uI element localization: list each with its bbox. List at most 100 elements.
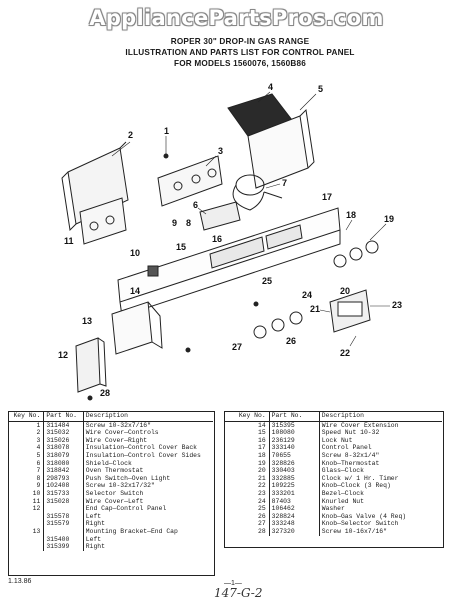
callout-5: 5	[318, 84, 323, 94]
table-row: 315400 Left	[9, 535, 213, 544]
key-cell: 19	[225, 459, 270, 468]
callout-24: 24	[302, 290, 312, 300]
part-number-cell: 315395	[269, 421, 320, 430]
part-number-cell	[43, 505, 84, 513]
description-cell: Knob—Selector Switch	[321, 520, 399, 528]
callout-15: 15	[176, 242, 186, 252]
key-cell: 6	[9, 459, 45, 468]
key-cell: 14	[225, 421, 270, 430]
description-cell: Clock w/ 1 Hr. Timer	[321, 474, 399, 482]
callout-9: 9	[172, 218, 177, 228]
part-number-cell: 315578	[43, 512, 84, 521]
callout-4: 4	[268, 82, 273, 92]
callout-1: 1	[164, 126, 169, 136]
column-header-key: Key No.	[225, 412, 270, 422]
callout-8: 8	[186, 218, 191, 228]
description-cell: Knurled Nut	[321, 497, 364, 505]
description-cell: Control Panel	[321, 444, 372, 452]
callout-14: 14	[130, 286, 140, 296]
key-cell: 11	[9, 497, 45, 506]
part-number-cell: 311484	[43, 421, 84, 430]
key-cell: 8	[9, 474, 45, 483]
part-number-cell: 333140	[269, 444, 320, 452]
table-row: 13 Mounting Bracket—End Cap	[9, 527, 213, 536]
callout-19: 19	[384, 214, 394, 224]
part-number-cell: 315400	[43, 535, 84, 544]
part-number-cell: 315733	[43, 489, 84, 498]
part-number-cell: 332885	[269, 474, 320, 483]
description-cell: Right	[85, 520, 105, 528]
key-cell: 21	[225, 474, 270, 483]
description-cell: Left	[85, 512, 102, 520]
description-cell: Screw 8-32x1/4"	[321, 451, 380, 459]
exploded-parts-diagram: 1 2 3 4 5 6 7 8 9 10 11 12 13 14 15 16 1…	[58, 82, 402, 401]
description-cell: Glass—Clock	[321, 467, 364, 475]
key-cell: 1	[9, 421, 45, 430]
key-cell: 13	[9, 527, 45, 536]
column-header-key: Key No.	[9, 412, 45, 422]
callout-10: 10	[130, 248, 140, 258]
part-number-cell: 318080	[43, 459, 84, 468]
key-cell: 27	[225, 520, 270, 528]
callout-16: 16	[212, 234, 222, 244]
part-number-cell: 315026	[43, 436, 84, 445]
description-cell: Knob—Clock (3 Req)	[321, 482, 391, 490]
part-number-cell: 236129	[269, 436, 320, 445]
description-cell: Wire Cover—Right	[85, 436, 148, 444]
key-cell	[9, 520, 45, 528]
description-cell: Right	[85, 543, 105, 551]
description-cell: Screw 10-32x7/16"	[85, 421, 151, 429]
description-cell: Shield—Clock	[85, 459, 132, 467]
description-cell: Screw 10-16x7/16"	[321, 527, 387, 535]
callout-25: 25	[262, 276, 272, 286]
part-number-cell: 315579	[43, 520, 84, 528]
title-line-2: ILLUSTRATION AND PARTS LIST FOR CONTROL …	[125, 48, 355, 57]
callout-17: 17	[322, 192, 332, 202]
key-cell: 15	[225, 429, 270, 437]
callout-3: 3	[218, 146, 223, 156]
table-header: Key No. Part No. Description	[9, 412, 213, 422]
description-cell: Bezel—Clock	[321, 489, 364, 497]
key-cell: 5	[9, 451, 45, 460]
key-cell: 28	[225, 527, 270, 536]
part-number-cell: 106462	[269, 505, 320, 513]
part-number-cell: 315399	[43, 543, 84, 551]
callout-23: 23	[392, 300, 402, 310]
table-row: 315399 Right	[9, 543, 213, 551]
table-row: 315578 Left	[9, 512, 213, 521]
footer-page-number: —1—	[224, 580, 242, 587]
key-cell: 17	[225, 444, 270, 452]
description-cell: Wire Cover Extension	[321, 421, 399, 429]
key-cell: 23	[225, 489, 270, 498]
key-cell: 26	[225, 512, 270, 521]
part-number-cell: 330403	[269, 467, 320, 475]
key-cell: 7	[9, 467, 45, 475]
description-cell: Washer	[321, 505, 345, 513]
part-number-cell: 109225	[269, 482, 320, 490]
callout-26: 26	[286, 336, 296, 346]
key-cell	[9, 535, 45, 544]
callout-12: 12	[58, 350, 68, 360]
key-cell	[9, 512, 45, 521]
description-cell: Mounting Bracket—End Cap	[85, 527, 178, 535]
part-number-cell: 315032	[43, 429, 84, 437]
callout-11: 11	[64, 236, 74, 246]
part-number-cell: 298793	[43, 474, 84, 483]
key-cell: 4	[9, 444, 45, 452]
left-table-frame	[8, 411, 215, 576]
key-cell: 22	[225, 482, 270, 490]
part-number-cell: 315028	[43, 497, 84, 506]
